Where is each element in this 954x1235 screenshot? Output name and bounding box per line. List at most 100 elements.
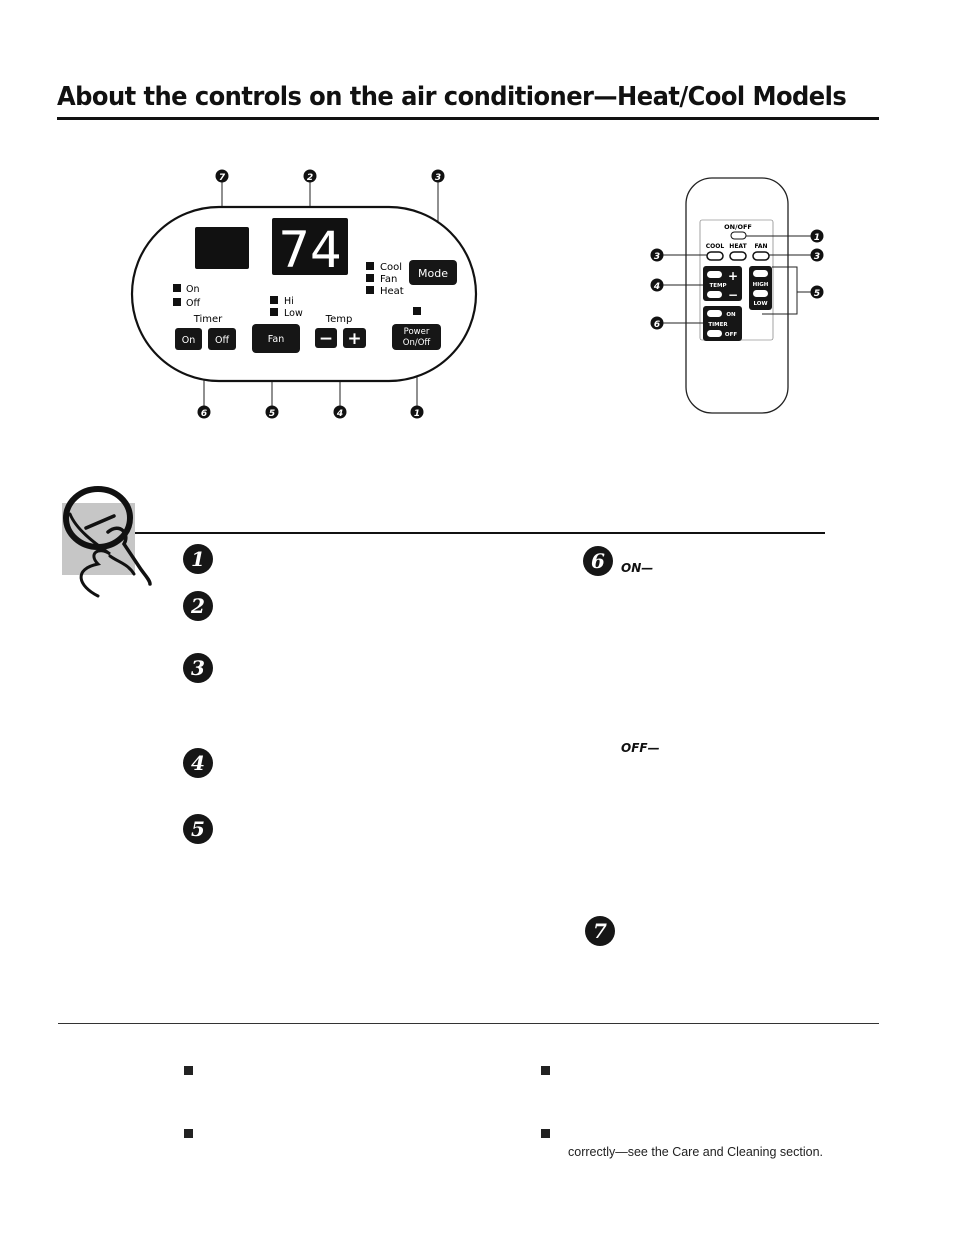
remote-high-label: HIGH [753,282,769,288]
temp-up-button[interactable]: + [343,328,366,349]
remote-callout-3-right: 3 [810,248,824,262]
bullet-square-4 [541,1129,550,1138]
temp-label: Temp [325,314,353,325]
remote-cool-label: COOL [706,243,725,250]
fan-mode-indicator [366,274,374,282]
bullet-square-3 [541,1066,550,1075]
remote-speed-block [749,266,772,310]
heat-indicator-label: Heat [380,286,404,297]
cool-indicator-label: Cool [380,262,402,273]
remote-low-label: LOW [753,301,767,307]
section-rule [135,532,825,534]
power-button-label-2: On/Off [403,338,432,348]
remote-heat-button[interactable] [729,251,747,261]
power-button[interactable]: Power On/Off [392,324,441,350]
timer-off-heading: OFF— [621,741,660,755]
svg-text:6: 6 [201,409,207,419]
svg-text:5: 5 [269,409,275,419]
fan-hi-indicator [270,296,278,304]
power-indicator [413,307,421,315]
timer-on-button[interactable]: On [175,328,202,350]
remote-heat-label: HEAT [729,243,747,250]
hand-pointing-icon [63,486,152,598]
remote-temp-up-button[interactable] [707,271,722,278]
callout-4-bottom: 4 [333,405,347,419]
callout-2-top: 2 [303,169,317,183]
timer-label: Timer [193,314,223,325]
remote-plus-icon: + [728,269,738,283]
timer-on-indicator-label: On [186,284,200,295]
remote-callout-4: 4 [650,278,664,292]
timer-off-button-label: Off [215,335,229,346]
minus-icon: − [319,329,333,349]
cool-indicator [366,262,374,270]
svg-text:1: 1 [814,233,820,243]
step-7-marker: 7 [585,916,615,946]
temp-display [272,218,348,275]
remote-callout-6: 6 [650,316,664,330]
remote-timer-off-label: OFF [725,332,737,338]
svg-text:2: 2 [307,173,313,183]
bottom-rule [58,1023,879,1024]
temp-display-value: 74 [278,221,342,279]
remote-speed-bracket [762,266,798,315]
remote-temp-down-button[interactable] [707,291,722,298]
fan-low-indicator [270,308,278,316]
remote-onoff-label: ON/OFF [724,223,752,231]
timer-on-button-label: On [182,335,196,346]
bullet-square-1 [184,1066,193,1075]
remote-high-button[interactable] [753,270,768,277]
step-5-marker: 5 [183,814,213,844]
timer-off-indicator [173,298,181,306]
power-button-label-1: Power [404,327,430,337]
remote-timer-on-label: ON [726,312,736,318]
fan-button-label: Fan [268,334,284,345]
temp-down-button[interactable]: − [315,328,337,349]
svg-text:3: 3 [814,252,820,262]
timer-off-indicator-label: Off [186,298,200,309]
care-cleaning-note: correctly—see the Care and Cleaning sect… [568,1145,823,1159]
fan-hi-indicator-label: Hi [284,296,294,307]
remote-timer-label: TIMER [708,322,728,328]
mode-button-label: Mode [418,267,448,280]
svg-text:6: 6 [654,320,660,330]
page-title: About the controls on the air conditione… [57,82,847,112]
svg-text:3: 3 [654,252,660,262]
title-rule [57,117,879,120]
remote-fan-label: FAN [754,243,767,250]
timer-display [195,227,249,269]
callout-5-bottom: 5 [265,405,279,419]
remote-low-button[interactable] [753,290,768,297]
fan-low-indicator-label: Low [284,308,303,319]
timer-off-button[interactable]: Off [208,328,236,350]
step-3-marker: 3 [183,653,213,683]
callout-3-top: 3 [431,169,445,183]
callout-6-bottom: 6 [197,405,211,419]
svg-text:7: 7 [219,173,226,183]
mode-button[interactable]: Mode [409,260,457,285]
remote-timer-on-button[interactable] [707,310,722,317]
step-1-marker: 1 [183,544,213,574]
fan-button[interactable]: Fan [252,324,300,353]
remote-callout-1: 1 [810,229,824,243]
remote-callout-5: 5 [810,285,824,299]
remote-minus-icon: − [728,288,738,302]
remote-fan-button[interactable] [752,251,770,261]
timer-on-heading: ON— [621,561,654,575]
svg-text:4: 4 [653,282,660,292]
remote-timer-off-button[interactable] [707,330,722,337]
svg-text:5: 5 [814,289,820,299]
plus-icon: + [347,329,361,349]
remote-temp-label: TEMP [709,283,726,289]
remote-cool-button[interactable] [706,251,724,261]
step-2-marker: 2 [183,591,213,621]
timer-on-indicator [173,284,181,292]
fan-mode-indicator-label: Fan [380,274,397,285]
svg-text:1: 1 [414,409,420,419]
control-panel-diagram: 74 Cool Fan Heat Mode On Off Timer On Of… [130,169,824,419]
svg-text:3: 3 [435,173,441,183]
remote-power-button[interactable] [730,231,747,240]
callout-1-bottom: 1 [410,405,424,419]
step-6-marker: 6 [583,546,613,576]
svg-text:4: 4 [336,409,343,419]
